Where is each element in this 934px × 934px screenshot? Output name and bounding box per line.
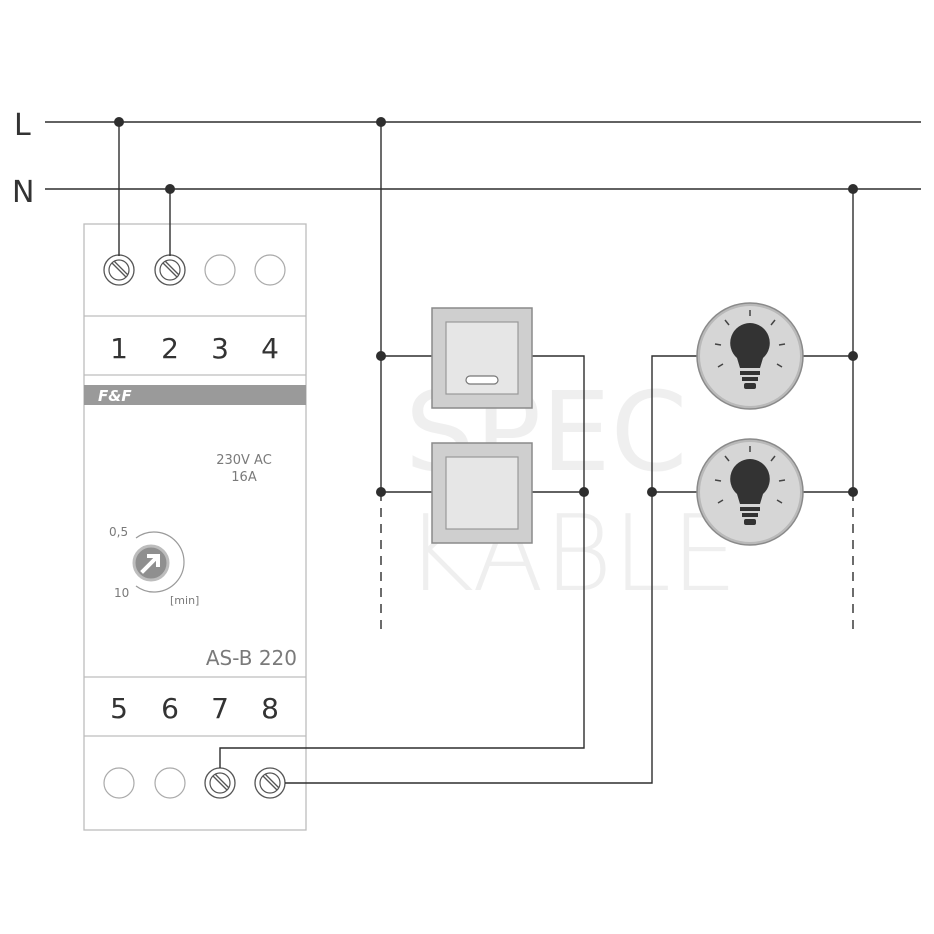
terminal-number-7: 7	[211, 692, 229, 725]
screw-terminal-icon	[254, 767, 286, 799]
model-label: AS-B 220	[206, 646, 297, 670]
terminal-number-2: 2	[161, 332, 179, 365]
push-button-icon	[431, 307, 533, 409]
line-label-L: L	[14, 108, 31, 143]
empty-terminal-icon	[204, 254, 236, 286]
empty-terminal-icon	[154, 767, 186, 799]
brand-logo: F&F	[98, 387, 132, 405]
brand-bar	[84, 385, 306, 405]
empty-terminal-icon	[254, 254, 286, 286]
empty-terminal-icon	[103, 767, 135, 799]
voltage-rating: 230V AC	[216, 453, 272, 468]
screw-terminal-icon	[103, 254, 135, 286]
knob-unit-label: [min]	[170, 594, 199, 607]
wire-8-to-lamps	[285, 355, 697, 784]
terminal-number-3: 3	[211, 332, 229, 365]
knob-arrow-icon	[140, 554, 160, 574]
screw-terminal-icon	[154, 254, 186, 286]
light-bulb-icon	[696, 438, 804, 546]
time-knob[interactable]	[132, 531, 185, 593]
knob-max-label: 10	[114, 586, 129, 600]
push-button-icon	[431, 442, 533, 544]
terminal-number-1: 1	[110, 332, 128, 365]
wire-buttons-to-7	[219, 355, 585, 768]
module-outline	[83, 223, 307, 831]
terminal-number-6: 6	[161, 692, 179, 725]
junction-dots	[114, 117, 858, 497]
knob-min-label: 0,5	[109, 525, 128, 539]
screw-terminal-icon	[204, 767, 236, 799]
current-rating: 16A	[231, 470, 257, 485]
terminal-number-8: 8	[261, 692, 279, 725]
relay-module: F&F 230V AC 16A 0,5 10 [min] AS-B 220 1 …	[83, 223, 307, 831]
terminal-number-5: 5	[110, 692, 128, 725]
light-bulb-icon	[696, 302, 804, 410]
line-label-N: N	[12, 175, 34, 210]
terminal-number-4: 4	[261, 332, 279, 365]
